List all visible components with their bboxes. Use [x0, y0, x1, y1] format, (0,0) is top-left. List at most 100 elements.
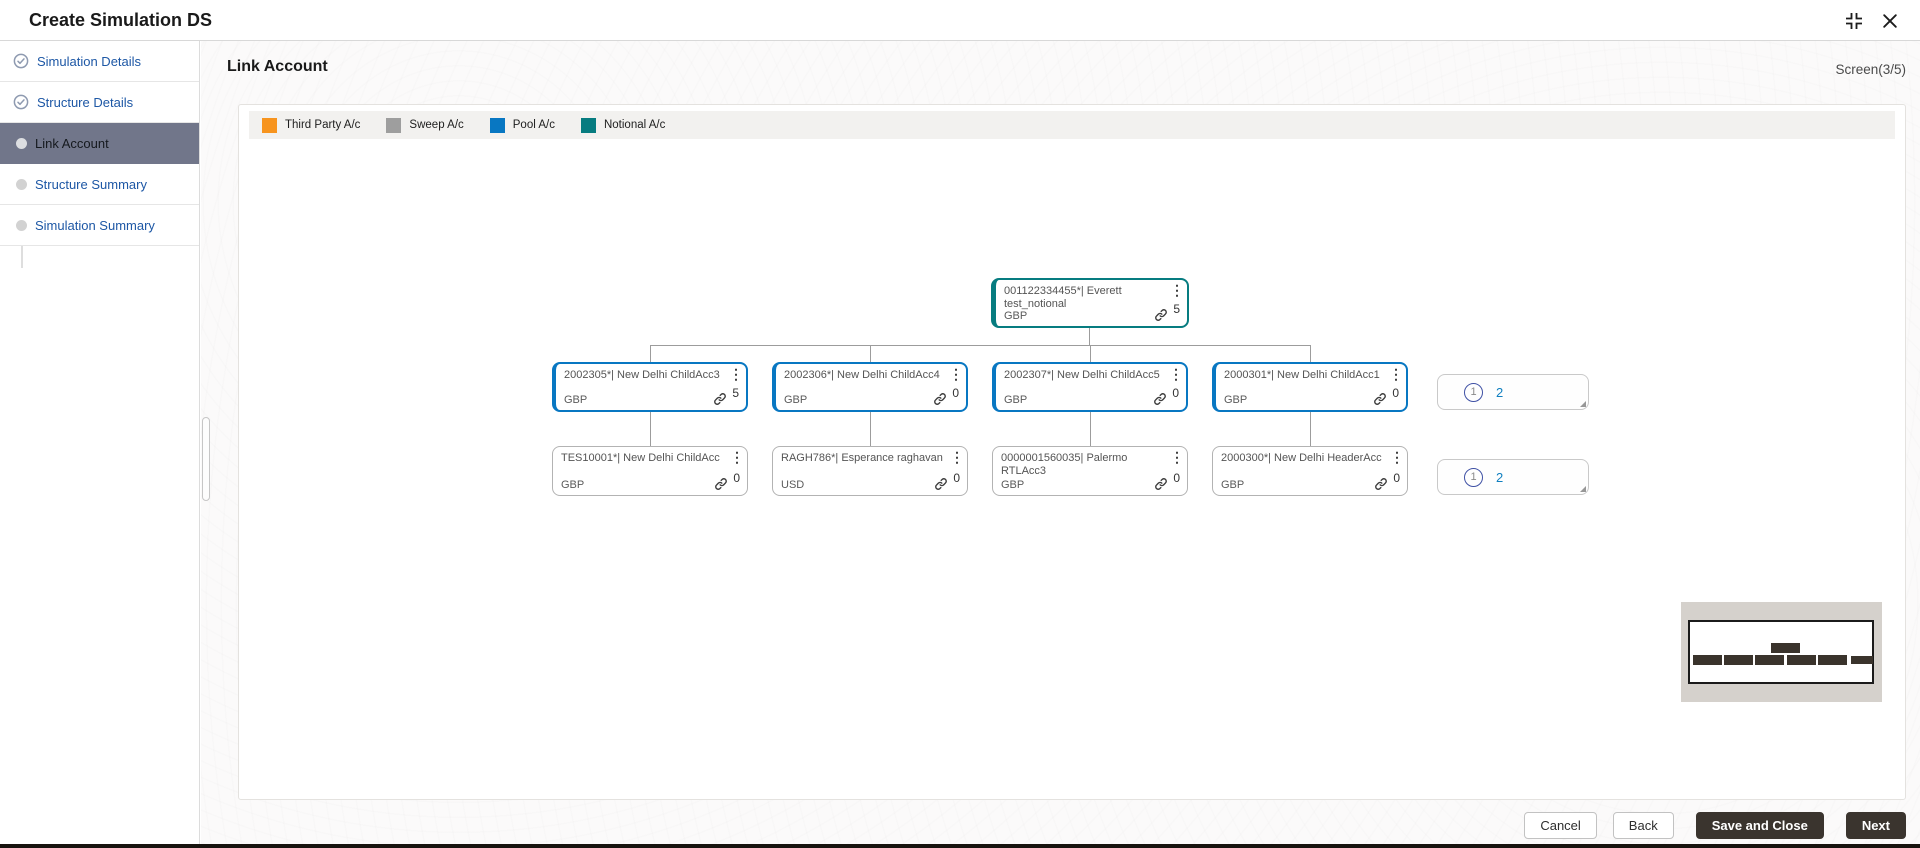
collapse-icon [1844, 11, 1864, 31]
linked-accounts-indicator[interactable]: 0 [933, 471, 960, 491]
tree-connector [1089, 328, 1090, 345]
account-title: 2000301*| New Delhi ChildAcc1 [1224, 369, 1380, 381]
legend-item: Sweep A/c [386, 117, 464, 133]
close-button[interactable] [1880, 11, 1900, 31]
minimap-node [1851, 656, 1873, 664]
step-label: Simulation Summary [35, 217, 155, 233]
tree-connector [1310, 412, 1311, 446]
back-button[interactable]: Back [1612, 812, 1674, 839]
account-node[interactable]: 2000301*| New Delhi ChildAcc1 ⋮ GBP 0 [1212, 362, 1408, 412]
close-icon [1880, 11, 1900, 31]
legend-item: Notional A/c [580, 117, 666, 133]
more-nodes-badge[interactable]: 1 2 [1437, 374, 1589, 410]
tree-connector [650, 412, 651, 446]
account-currency: GBP [1004, 394, 1028, 406]
account-node[interactable]: 2002307*| New Delhi ChildAcc5 ⋮ GBP 0 [992, 362, 1188, 412]
account-currency: GBP [1001, 479, 1025, 491]
tree-connector [870, 412, 871, 446]
sidebar-step-link-account[interactable]: Link Account [0, 123, 199, 164]
sidebar-step-simulation-summary[interactable]: Simulation Summary [0, 205, 199, 246]
more-count: 2 [1496, 384, 1504, 400]
minimap-node [1693, 655, 1722, 665]
check-circle-icon [13, 94, 29, 110]
node-menu-icon[interactable]: ⋮ [1169, 366, 1183, 382]
account-currency: GBP [1224, 394, 1248, 406]
page-indicator-icon: 1 [1464, 467, 1483, 487]
node-menu-icon[interactable]: ⋮ [949, 366, 963, 382]
minimap-node [1755, 655, 1784, 665]
linked-accounts-indicator[interactable]: 5 [712, 386, 739, 406]
structure-canvas: Third Party A/c Sweep A/c Pool A/c Notio… [238, 104, 1906, 800]
step-label: Simulation Details [37, 53, 142, 69]
node-menu-icon[interactable]: ⋮ [730, 449, 744, 465]
check-circle-icon [13, 53, 29, 69]
link-icon [932, 392, 948, 406]
page-title: Link Account [227, 58, 328, 75]
linked-accounts-indicator[interactable]: 0 [1152, 386, 1179, 406]
account-node[interactable]: TES10001*| New Delhi ChildAcc ⋮ GBP 0 [552, 446, 748, 496]
minimap-node [1771, 643, 1800, 653]
link-count: 0 [1393, 471, 1400, 485]
linked-accounts-indicator[interactable]: 0 [1153, 471, 1180, 491]
linked-accounts-indicator[interactable]: 0 [932, 386, 959, 406]
account-node[interactable]: 2000300*| New Delhi HeaderAcc ⋮ GBP 0 [1212, 446, 1408, 496]
node-menu-icon[interactable]: ⋮ [1170, 449, 1184, 465]
notional-swatch-icon [580, 117, 596, 133]
account-title: 2002306*| New Delhi ChildAcc4 [784, 369, 940, 381]
node-menu-icon[interactable]: ⋮ [1170, 282, 1184, 298]
step-label: Link Account [35, 135, 109, 151]
more-nodes-badge[interactable]: 1 2 [1437, 459, 1589, 495]
account-type-legend: Third Party A/c Sweep A/c Pool A/c Notio… [249, 111, 1895, 139]
legend-label: Third Party A/c [285, 119, 361, 131]
legend-label: Pool A/c [512, 119, 555, 131]
legend-item: Pool A/c [489, 117, 555, 133]
tree-connector [1310, 345, 1311, 362]
link-icon [1153, 308, 1169, 322]
legend-label: Sweep A/c [409, 119, 464, 131]
main-content: Link Account Screen(3/5) Third Party A/c… [201, 41, 1920, 844]
link-count: 5 [732, 386, 739, 400]
legend-label: Notional A/c [603, 119, 666, 131]
collapse-window-button[interactable] [1844, 11, 1864, 31]
sidebar-scrollbar[interactable] [202, 417, 210, 501]
pending-step-dot-icon [16, 219, 27, 231]
account-currency: GBP [1221, 479, 1245, 491]
tree-connector [870, 345, 871, 362]
account-currency: USD [781, 479, 805, 491]
node-menu-icon[interactable]: ⋮ [1389, 366, 1403, 382]
active-step-dot-icon [16, 137, 27, 149]
sidebar-step-structure-details[interactable]: Structure Details [0, 82, 199, 123]
linked-accounts-indicator[interactable]: 5 [1153, 302, 1180, 322]
save-and-close-button[interactable]: Save and Close [1695, 812, 1824, 839]
bottom-bar [0, 844, 1920, 848]
account-node[interactable]: RAGH786*| Esperance raghavan ⋮ USD 0 [772, 446, 968, 496]
minimap-node [1787, 655, 1816, 665]
tree-connector [650, 345, 651, 362]
linked-accounts-indicator[interactable]: 0 [1373, 471, 1400, 491]
account-title: 2002305*| New Delhi ChildAcc3 [564, 369, 720, 381]
node-menu-icon[interactable]: ⋮ [1390, 449, 1404, 465]
link-icon [1373, 477, 1389, 491]
node-menu-icon[interactable]: ⋮ [729, 366, 743, 382]
node-menu-icon[interactable]: ⋮ [950, 449, 964, 465]
legend-item: Third Party A/c [262, 117, 361, 133]
window-header: Create Simulation DS [0, 0, 1920, 41]
sidebar-step-structure-summary[interactable]: Structure Summary [0, 164, 199, 205]
link-icon [713, 477, 729, 491]
sidebar-step-simulation-details[interactable]: Simulation Details [0, 41, 199, 82]
next-button[interactable]: Next [1845, 812, 1906, 839]
step-connector [21, 232, 23, 268]
minimap[interactable] [1681, 602, 1882, 702]
linked-accounts-indicator[interactable]: 0 [1372, 386, 1399, 406]
wizard-step-rail: Simulation Details Structure Details Lin… [0, 41, 200, 844]
cancel-button[interactable]: Cancel [1524, 812, 1597, 839]
account-title: 001122334455*| Everett test_notional [1004, 285, 1122, 310]
account-node-root[interactable]: 001122334455*| Everett test_notional ⋮ G… [991, 278, 1189, 328]
pool-swatch-icon [489, 117, 505, 133]
minimap-node [1724, 655, 1753, 665]
account-node[interactable]: 2002305*| New Delhi ChildAcc3 ⋮ GBP 5 [552, 362, 748, 412]
linked-accounts-indicator[interactable]: 0 [713, 471, 740, 491]
account-node[interactable]: 2002306*| New Delhi ChildAcc4 ⋮ GBP 0 [772, 362, 968, 412]
account-node[interactable]: 0000001560035| Palermo RTLAcc3 ⋮ GBP 0 [992, 446, 1188, 496]
tree-connector [1090, 412, 1091, 446]
